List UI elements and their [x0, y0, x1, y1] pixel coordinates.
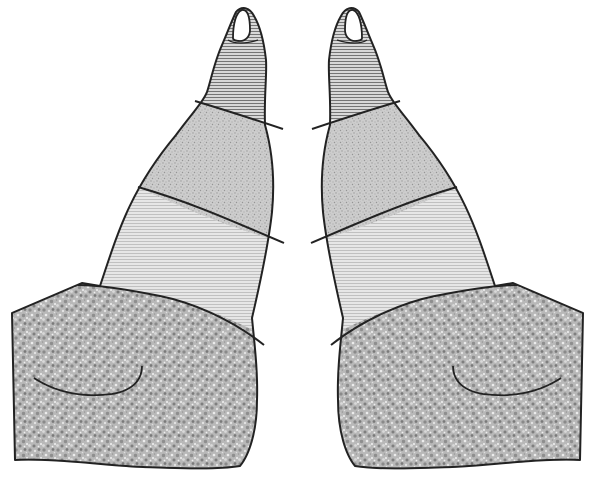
thumb-diagram	[0, 0, 595, 480]
diagram-canvas	[0, 0, 595, 480]
